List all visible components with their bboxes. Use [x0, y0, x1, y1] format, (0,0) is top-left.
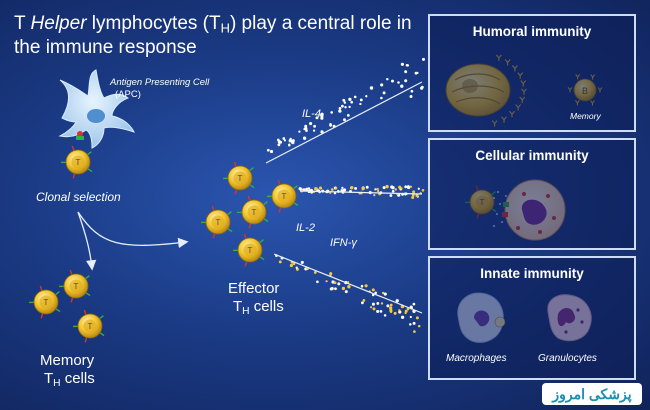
cellular-immunity-title: Cellular immunity	[475, 148, 589, 163]
humoral-immunity-title: Humoral immunity	[472, 24, 592, 39]
clonal-selection-label: Clonal selection	[36, 190, 121, 204]
apc-label: Antigen Presenting Cell	[110, 77, 210, 88]
th-cell-mark: T	[88, 322, 93, 331]
effector-label-line-2: TH cells	[233, 298, 284, 317]
th-cell: T	[28, 285, 61, 319]
title-line-1: T Helper lymphocytes (TH) play a central…	[14, 13, 412, 36]
th-cell: T	[200, 205, 233, 239]
arrow-to-effector	[77, 211, 189, 249]
th-cell: T	[60, 145, 93, 179]
th-cell-mark: T	[238, 174, 243, 183]
il4-particles	[266, 57, 426, 154]
effector-label-line-1: Effector	[228, 280, 280, 297]
il2-label: IL-2	[296, 222, 315, 234]
th-cell-mark: T	[248, 246, 253, 255]
th-cell: T	[266, 179, 299, 213]
ifn-line	[273, 253, 423, 314]
arrow-to-memory	[77, 211, 97, 271]
innate-immunity-title: Innate immunity	[480, 266, 584, 281]
il4-line	[265, 81, 423, 164]
th-cell: T	[236, 195, 269, 229]
th-cell-mark: T	[282, 192, 287, 201]
innate-immunity-panel: Innate immunity	[428, 256, 636, 380]
il4-label: IL-4	[302, 108, 321, 120]
th-cell: T	[58, 269, 91, 303]
macrophages-label: Macrophages	[446, 353, 507, 364]
il2-line	[299, 190, 423, 195]
th-cell: T	[222, 161, 255, 195]
th-cell: T	[232, 233, 265, 267]
cellular-immunity-panel: Cellular immunity	[428, 138, 636, 250]
memory-b-cell-label: Memory	[570, 111, 601, 121]
th-cell-mark: T	[216, 218, 221, 227]
th-cell-mark: T	[44, 298, 49, 307]
humoral-immunity-panel: Humoral immunity	[428, 14, 636, 132]
granulocytes-label: Granulocytes	[538, 353, 597, 364]
th-cell-mark: T	[74, 282, 79, 291]
memory-label-line-1: Memory	[40, 352, 95, 369]
apc-cell-graphic	[58, 69, 135, 149]
memory-label-line-2: TH cells	[44, 370, 95, 389]
th-cell-mark: T	[252, 208, 257, 217]
site-logo: پزشکی امروز	[542, 383, 642, 405]
apc-abbreviation: (APC)	[115, 89, 141, 100]
th-cell: T	[72, 309, 105, 343]
ifn-particles	[275, 254, 421, 333]
th-cell-mark: T	[76, 158, 81, 167]
ifn-gamma-label: IFN-γ	[330, 237, 357, 249]
title-line-2: the immune response	[14, 37, 197, 58]
